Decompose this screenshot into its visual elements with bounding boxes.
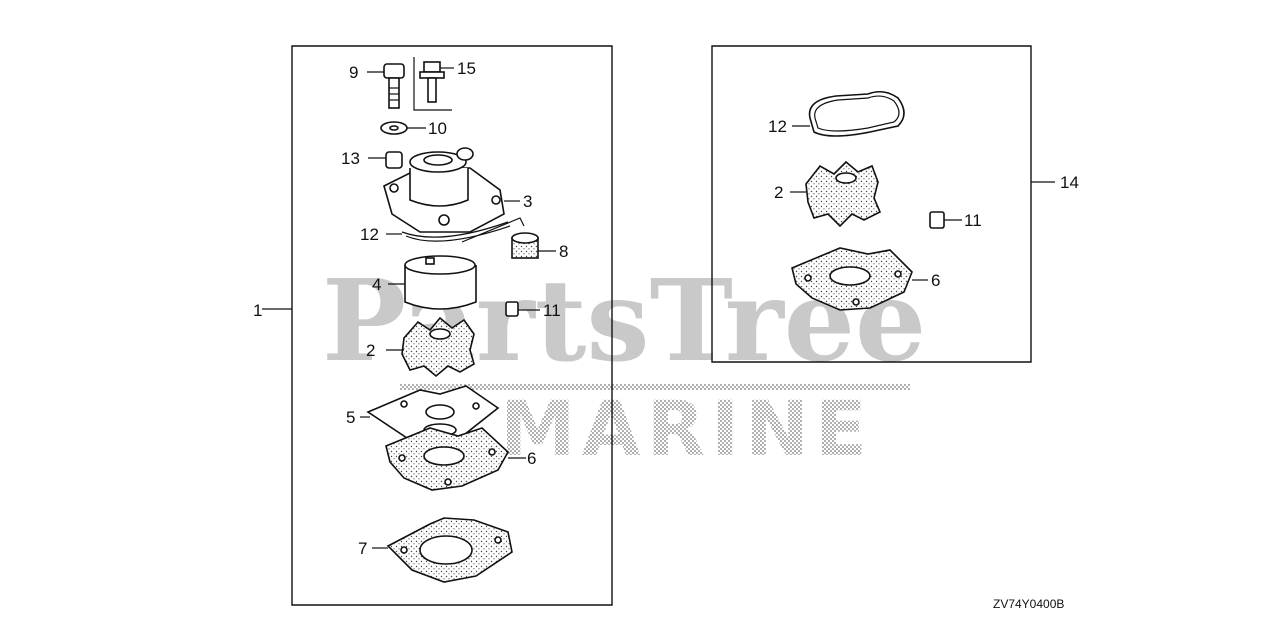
kit-callout-12: 12 xyxy=(768,117,787,136)
callout-11: 11 xyxy=(543,301,561,320)
callout-13: 13 xyxy=(341,149,360,168)
callout-8: 8 xyxy=(559,242,568,261)
callout-15: 15 xyxy=(457,59,476,78)
key-11: 11 xyxy=(505,301,561,320)
kit-gasket-6: 6 xyxy=(791,247,940,311)
kit-parts: 12 2 11 6 xyxy=(768,90,982,311)
callout-9: 9 xyxy=(349,63,358,82)
kit-label: 14 xyxy=(1060,173,1079,192)
callout-12: 12 xyxy=(360,225,379,244)
callout-10: 10 xyxy=(428,119,447,138)
pump-housing-3: 3 xyxy=(383,147,532,233)
assembly-frame: 1 xyxy=(253,45,613,606)
kit-impeller-2: 2 xyxy=(774,160,882,228)
impeller-liner-4: 4 xyxy=(372,255,477,310)
bushing-8: 8 xyxy=(511,232,568,261)
callout-5: 5 xyxy=(346,408,355,427)
gasket-6: 6 xyxy=(385,427,536,491)
impeller-2: 2 xyxy=(366,316,475,378)
bolt-15: 15 xyxy=(413,57,476,111)
kit-frame: 14 xyxy=(711,45,1079,363)
bolt-9: 9 xyxy=(349,63,405,109)
washer-10: 10 xyxy=(380,119,447,138)
gasket-7: 7 xyxy=(358,517,513,583)
kit-callout-2: 2 xyxy=(774,183,783,202)
assembly-parts: 9 15 10 13 xyxy=(341,57,568,583)
callout-7: 7 xyxy=(358,539,367,558)
kit-callout-6: 6 xyxy=(931,271,940,290)
kit-key-11: 11 xyxy=(929,211,982,230)
kit-gasket-12: 12 xyxy=(768,90,905,137)
watermark-line2: MARINE xyxy=(500,384,873,473)
diagram-code: ZV74Y0400B xyxy=(993,597,1064,611)
assembly-label: 1 xyxy=(253,301,262,320)
collar-13: 13 xyxy=(341,149,403,169)
callout-4: 4 xyxy=(372,275,381,294)
gasket-12: 12 xyxy=(360,217,525,244)
watermark-rule xyxy=(400,384,910,390)
kit-callout-11: 11 xyxy=(964,211,982,230)
callout-3: 3 xyxy=(523,192,532,211)
callout-6: 6 xyxy=(527,449,536,468)
callout-2: 2 xyxy=(366,341,375,360)
